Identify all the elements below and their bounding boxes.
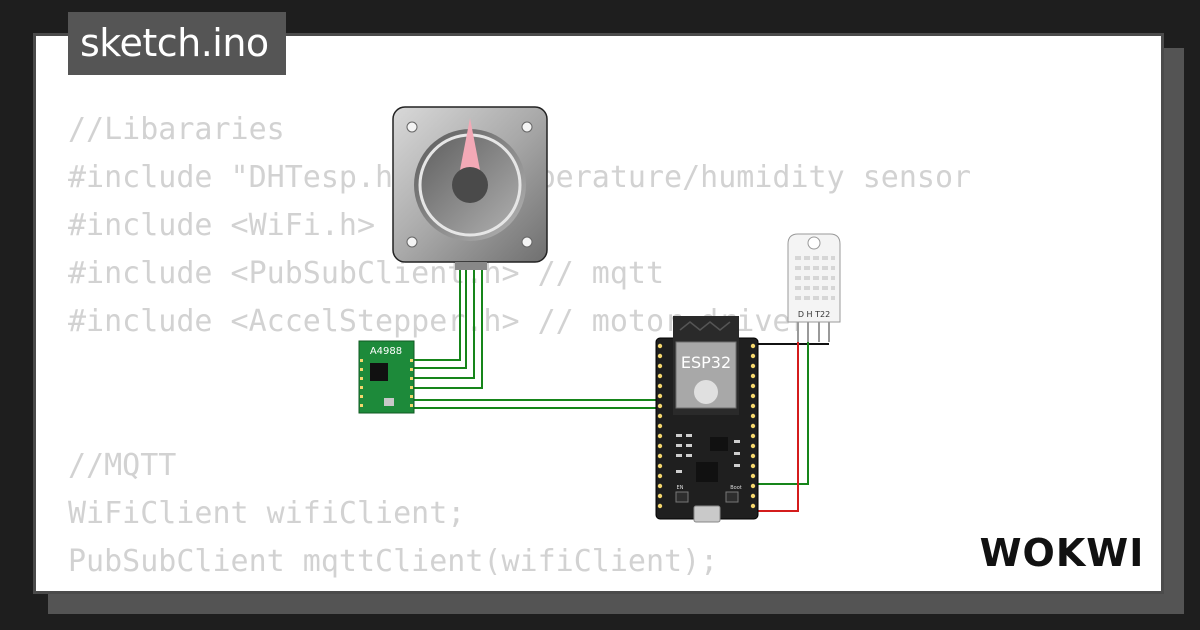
driver-chip [370,363,388,381]
driver-pins [360,359,413,407]
dht22-sensor[interactable]: D H T22 [787,233,841,342]
code-line: #include <WiFi.h> [68,208,376,243]
motor-pointer [460,118,480,170]
board-pins-right [750,343,756,509]
esp32-board[interactable]: ESP32 EN Boot [655,316,759,523]
boot-label: Boot [730,485,742,491]
wokwi-logo-text: WOKWI [980,531,1145,574]
code-line: PubSubClient mqttClient(wifiClient); [68,544,719,579]
board-pins-left [657,343,663,509]
boot-button[interactable] [725,491,739,503]
file-tab[interactable]: sketch.ino [68,12,286,75]
motor-wires [414,262,483,389]
en-label: EN [677,485,684,491]
board-label: ESP32 [681,353,731,372]
code-background: //Libararies#include "DHTesp.h" // tempe… [68,106,971,591]
board-smd-parts [676,434,740,473]
sensor-grille [795,256,835,300]
espressif-logo [694,380,718,404]
preview-card: //Libararies#include "DHTesp.h" // tempe… [33,33,1164,594]
code-line: //Libararies [68,112,285,147]
driver-esp32-wires [414,399,660,409]
board-chip [710,437,728,451]
usb-port [693,505,721,523]
sensor-label: D H T22 [798,310,830,319]
a4988-driver[interactable]: A4988 [358,340,415,414]
code-line: //MQTT [68,448,177,483]
stepper-motor[interactable] [392,106,548,270]
code-line: WiFiClient wifiClient; [68,496,466,531]
wokwi-logo: WOKWI [980,531,1145,574]
en-button[interactable] [675,491,689,503]
board-chip [696,462,718,482]
driver-label: A4988 [370,346,402,357]
